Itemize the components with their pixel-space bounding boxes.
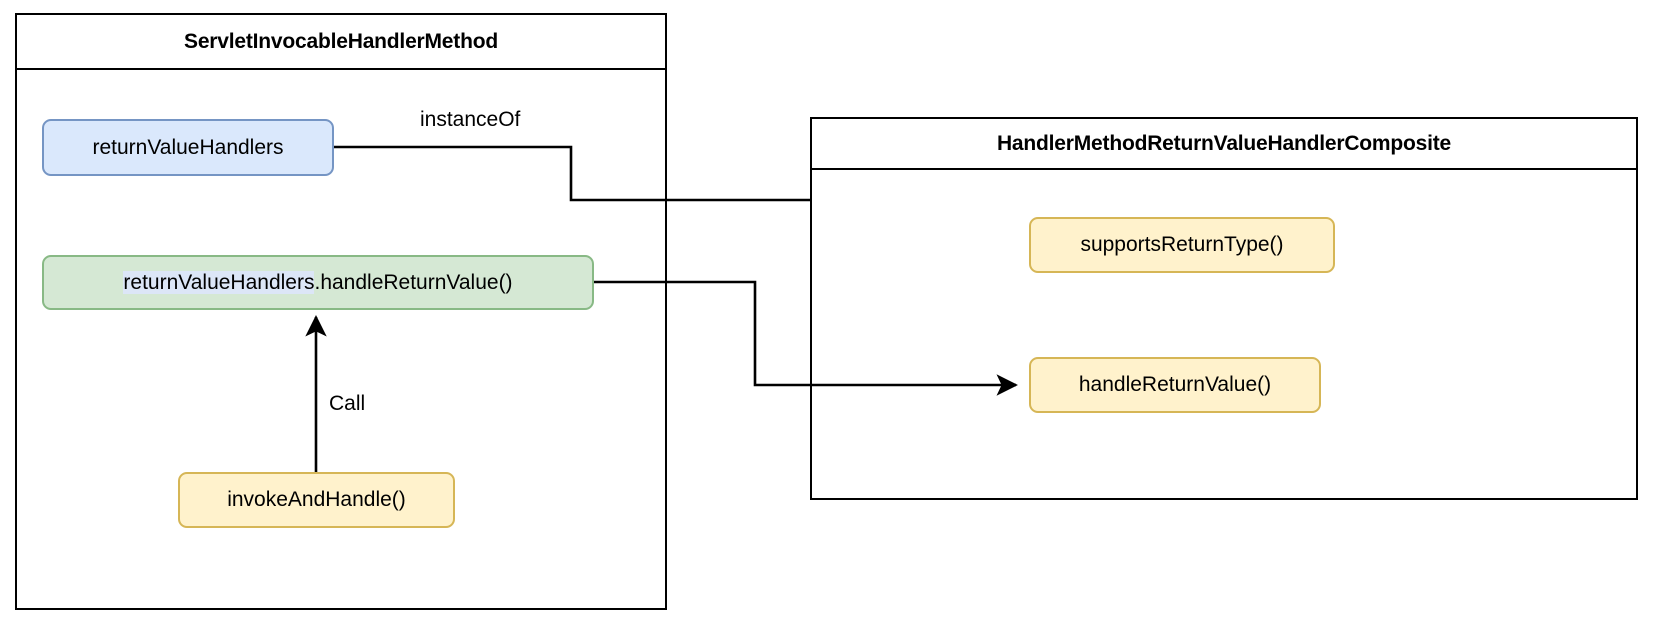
node-supports-return-type-label: supportsReturnType() (1080, 233, 1284, 256)
node-return-value-handlers[interactable]: returnValueHandlers (42, 119, 334, 176)
node-invoke-and-handle-label: invokeAndHandle() (227, 488, 406, 511)
node-invoke-and-handle[interactable]: invokeAndHandle() (178, 472, 455, 528)
class-box-handler-method-return-value-handler-composite[interactable]: HandlerMethodReturnValueHandlerComposite (810, 117, 1638, 500)
selected-text-fragment: returnValueHandlers (123, 270, 315, 294)
class-title-servlet-invocable-handler-method: ServletInvocableHandlerMethod (17, 15, 665, 70)
node-handle-return-value[interactable]: handleReturnValue() (1029, 357, 1321, 413)
node-handle-return-value-call-label: returnValueHandlers.handleReturnValue() (123, 270, 513, 295)
edge-label-instance-of: instanceOf (420, 108, 521, 131)
node-supports-return-type[interactable]: supportsReturnType() (1029, 217, 1335, 273)
class-title-handler-method-return-value-handler-composite: HandlerMethodReturnValueHandlerComposite (812, 119, 1636, 170)
node-return-value-handlers-label: returnValueHandlers (92, 135, 284, 159)
unselected-text-fragment: .handleReturnValue() (314, 270, 513, 294)
node-handle-return-value-label: handleReturnValue() (1078, 373, 1272, 396)
node-return-value-handlers-handle-return-value[interactable]: returnValueHandlers.handleReturnValue() (42, 255, 594, 310)
edge-label-call: Call (329, 392, 366, 415)
